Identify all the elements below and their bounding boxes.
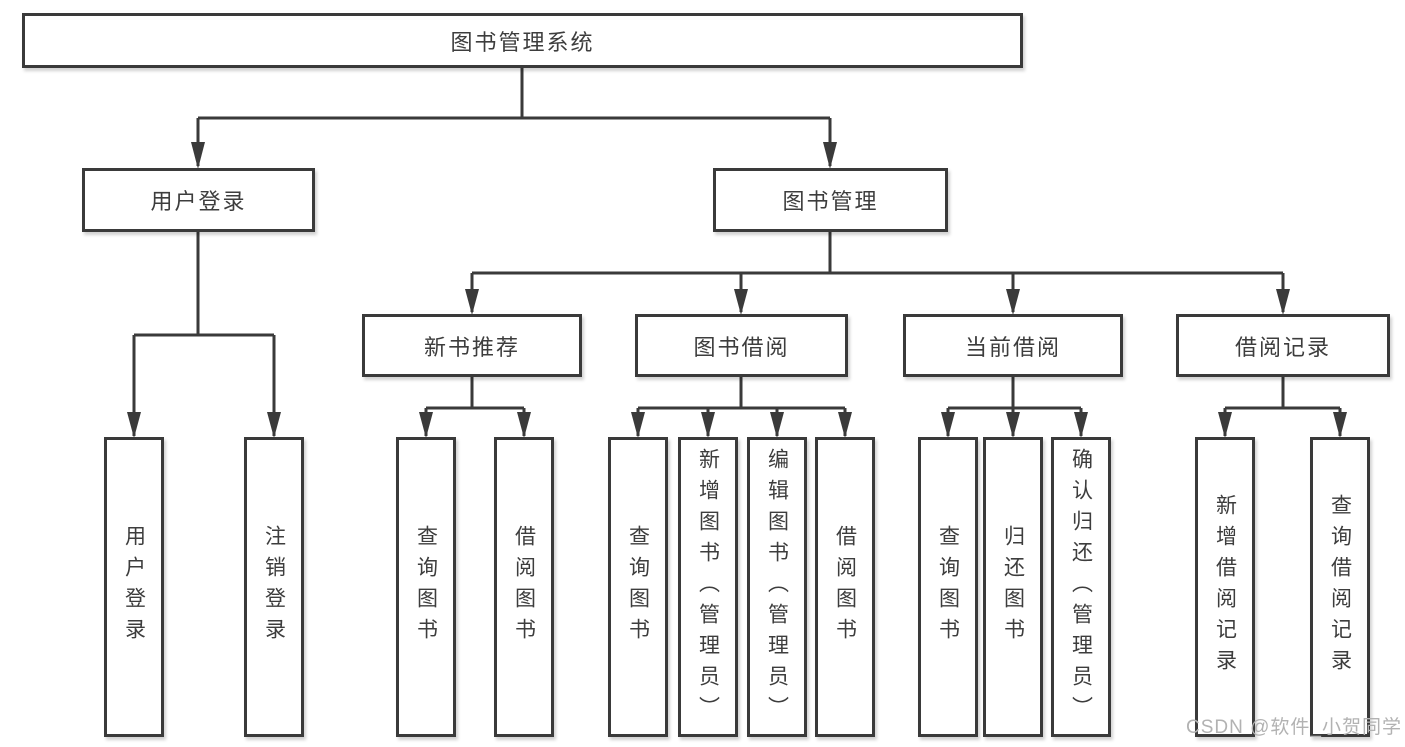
node-book-borrow: 图书借阅 bbox=[635, 314, 848, 377]
node-current-borrow-label: 当前借阅 bbox=[964, 334, 1061, 360]
node-book-management-label: 图书管理 bbox=[782, 189, 879, 214]
leaf-query-books-borrow-label: 查询图书 bbox=[626, 525, 650, 649]
node-borrow-records-label: 借阅记录 bbox=[1234, 334, 1331, 360]
leaf-return-book-label: 归还图书 bbox=[1001, 525, 1025, 649]
arrowheads bbox=[127, 142, 1347, 438]
leaf-logout: 注销登录 bbox=[244, 437, 304, 737]
leaf-query-books-recommend: 查询图书 bbox=[396, 437, 456, 737]
csdn-watermark: CSDN @软件_小贺同学 bbox=[1186, 717, 1402, 738]
leaf-query-books-borrow: 查询图书 bbox=[608, 437, 668, 737]
connector-paths bbox=[132, 68, 1342, 436]
leaf-query-borrow-record-label: 查询借阅记录 bbox=[1328, 494, 1352, 680]
node-book-management: 图书管理 bbox=[713, 168, 948, 232]
node-current-borrow: 当前借阅 bbox=[903, 314, 1123, 377]
leaf-add-book-admin-label: 新增图书（管理员） bbox=[696, 447, 720, 727]
leaf-borrow-books-recommend: 借阅图书 bbox=[494, 437, 554, 737]
leaf-user-login-label: 用户登录 bbox=[122, 525, 146, 649]
leaf-logout-label: 注销登录 bbox=[262, 525, 286, 649]
node-library-management-system: 图书管理系统 bbox=[22, 13, 1023, 68]
leaf-query-books-current: 查询图书 bbox=[918, 437, 978, 737]
leaf-add-book-admin: 新增图书（管理员） bbox=[678, 437, 738, 737]
leaf-edit-book-admin-label: 编辑图书（管理员） bbox=[765, 447, 789, 727]
node-user-login: 用户登录 bbox=[82, 168, 315, 232]
leaf-borrow-books: 借阅图书 bbox=[815, 437, 875, 737]
leaf-return-book: 归还图书 bbox=[983, 437, 1043, 737]
leaf-query-books-current-label: 查询图书 bbox=[936, 525, 960, 649]
leaf-borrow-books-recommend-label: 借阅图书 bbox=[512, 525, 536, 649]
node-borrow-records: 借阅记录 bbox=[1176, 314, 1390, 377]
node-user-login-label: 用户登录 bbox=[150, 189, 247, 214]
node-new-book-recommend-label: 新书推荐 bbox=[423, 334, 520, 360]
leaf-user-login: 用户登录 bbox=[104, 437, 164, 737]
leaf-query-books-recommend-label: 查询图书 bbox=[414, 525, 438, 649]
leaf-add-borrow-record: 新增借阅记录 bbox=[1195, 437, 1255, 737]
node-new-book-recommend: 新书推荐 bbox=[362, 314, 582, 377]
leaf-edit-book-admin: 编辑图书（管理员） bbox=[747, 437, 807, 737]
leaf-add-borrow-record-label: 新增借阅记录 bbox=[1213, 494, 1237, 680]
leaf-confirm-return-admin-label: 确认归还（管理员） bbox=[1069, 447, 1093, 727]
leaf-confirm-return-admin: 确认归还（管理员） bbox=[1051, 437, 1111, 737]
node-library-management-system-label: 图书管理系统 bbox=[450, 29, 595, 55]
node-book-borrow-label: 图书借阅 bbox=[693, 334, 790, 360]
leaf-query-borrow-record: 查询借阅记录 bbox=[1310, 437, 1370, 737]
leaf-borrow-books-label: 借阅图书 bbox=[833, 525, 857, 649]
